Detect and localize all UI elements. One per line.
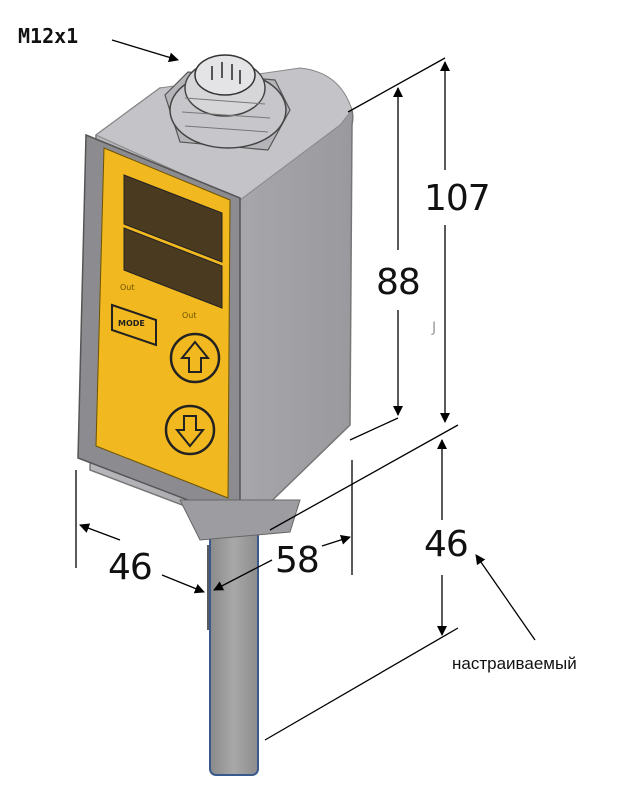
height-88-label: 88 bbox=[376, 262, 421, 303]
probe bbox=[209, 519, 259, 776]
thread-leader bbox=[111, 39, 179, 63]
stray-mark: J bbox=[431, 320, 436, 336]
arrow-down-icon bbox=[174, 415, 206, 448]
out2-indicator-label: Out bbox=[182, 311, 197, 320]
probe-46-label: 46 bbox=[424, 524, 469, 565]
dimension-lines bbox=[75, 39, 536, 741]
display-lower bbox=[123, 227, 223, 309]
dim-46-arrow-right bbox=[161, 574, 205, 594]
m12-connector bbox=[164, 54, 291, 151]
up-button[interactable] bbox=[169, 332, 221, 384]
mode-button[interactable]: MODE bbox=[111, 303, 157, 347]
dim-58-arrow-left bbox=[213, 559, 273, 591]
probe-note-label: настраиваемый bbox=[452, 654, 577, 673]
out1-indicator-label: Out bbox=[120, 283, 135, 292]
ext-88-bottom bbox=[349, 417, 399, 441]
height-107-label: 107 bbox=[424, 178, 491, 219]
thread-label: M12x1 bbox=[18, 24, 79, 48]
connector-pins bbox=[211, 62, 241, 84]
depth-58-label: 58 bbox=[275, 540, 320, 581]
ext-107-top bbox=[347, 57, 446, 113]
width-46-label: 46 bbox=[108, 547, 153, 588]
down-button[interactable] bbox=[164, 404, 216, 456]
dim-46-arrow-left bbox=[79, 523, 121, 541]
mode-button-label: MODE bbox=[118, 319, 145, 328]
ext-probe-bottom bbox=[264, 627, 459, 741]
arrow-up-icon bbox=[179, 340, 211, 373]
dim-58-arrow-right bbox=[321, 534, 351, 547]
ext-107-bottom bbox=[269, 424, 459, 531]
note-leader bbox=[475, 554, 536, 641]
